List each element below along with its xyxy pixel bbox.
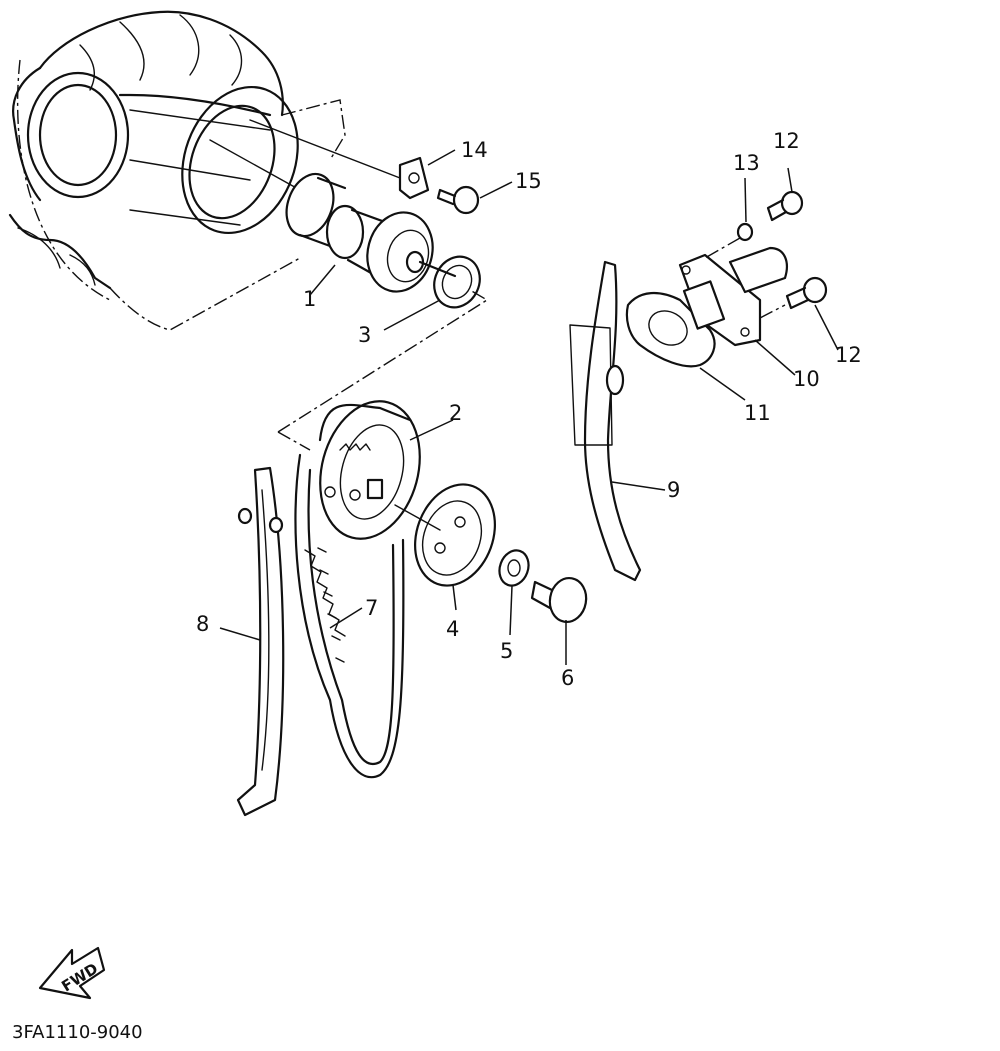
cam-sprocket — [318, 400, 421, 540]
camshaft — [285, 172, 457, 293]
sprocket-cover — [394, 483, 496, 587]
cam-chain-tensioner — [678, 246, 788, 347]
cylinder-head-outline — [8, 10, 401, 331]
bracket-bolt — [436, 185, 480, 215]
assembly-lines — [277, 237, 786, 451]
callout-11: 11 — [744, 401, 771, 425]
callout-10: 10 — [793, 367, 820, 391]
callout-15: 15 — [515, 169, 542, 193]
chain-guide-exhaust — [236, 466, 285, 817]
timing-chain — [294, 453, 405, 779]
callout-2: 2 — [449, 401, 462, 425]
callout-12-upper: 12 — [773, 129, 800, 153]
sprocket-bolt — [530, 577, 588, 623]
circlip — [433, 255, 481, 309]
washer — [498, 549, 530, 587]
cam-bracket — [398, 156, 430, 200]
callout-9: 9 — [667, 478, 680, 502]
callout-4: 4 — [446, 617, 459, 641]
callout-5: 5 — [500, 639, 513, 663]
callout-3: 3 — [358, 323, 371, 347]
callout-6: 6 — [561, 666, 574, 690]
callout-8: 8 — [196, 612, 209, 636]
tensioner-washer — [736, 222, 754, 242]
drawing-code: 3FA1110-9040 — [12, 1022, 143, 1043]
chain-guide-intake — [569, 260, 642, 582]
callout-7: 7 — [365, 596, 378, 620]
callout-labels: 1 2 3 4 5 6 7 8 9 10 11 12 12 13 14 15 — [196, 129, 862, 690]
leader-lines — [219, 149, 839, 665]
tensioner-bolt-lower — [785, 276, 828, 310]
callout-12-lower: 12 — [835, 343, 862, 367]
tensioner-gasket — [625, 292, 716, 368]
callout-1: 1 — [303, 287, 316, 311]
callout-13: 13 — [733, 151, 760, 175]
tensioner-bolt-upper — [766, 190, 804, 222]
fwd-arrow-icon: FWD — [38, 946, 106, 1000]
callout-14: 14 — [461, 138, 488, 162]
